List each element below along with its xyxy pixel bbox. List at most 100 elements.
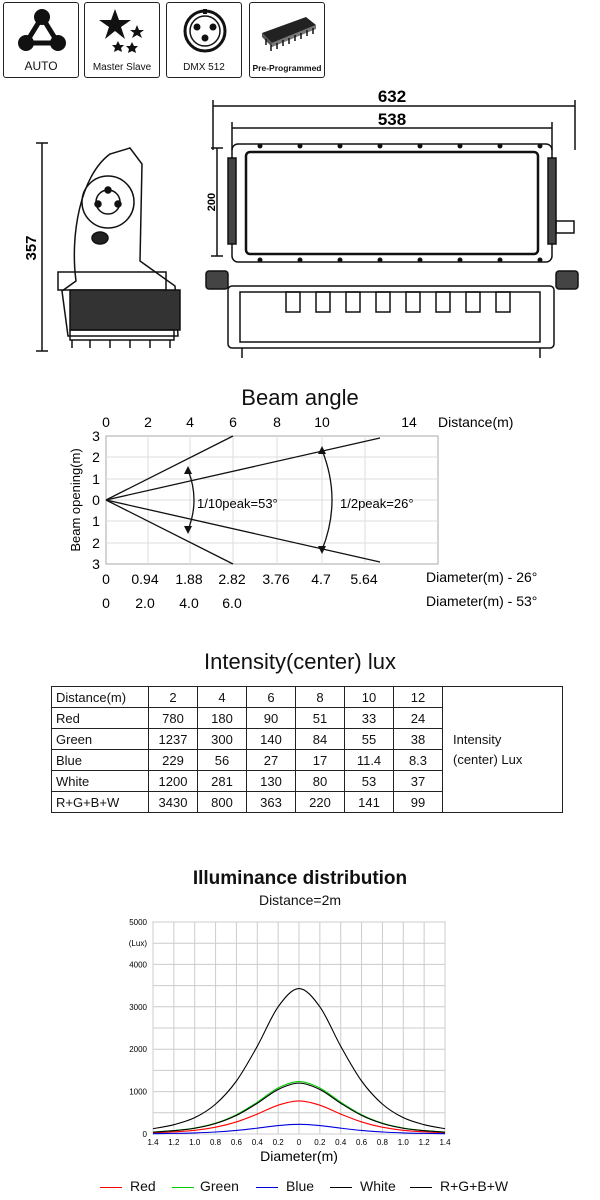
series-line-red [152,1100,446,1134]
table-cell: 1237 [148,728,198,750]
x-tick-label: 1.2 [168,1138,180,1147]
table-cell: 130 [246,770,296,792]
master-slave-label: Master Slave [92,62,152,73]
chart-subtitle: Distance=2m [258,892,342,908]
beam-angle-diagram: 0 2 4 6 8 10 14 Distance(m) 3 2 1 0 1 2 … [68,414,537,611]
x-tick-label: 0.8 [377,1138,389,1147]
table-cell: 1200 [148,770,198,792]
table-cell: 11.4 [344,749,394,771]
diam53-label: Diameter(m) - 53° [426,593,537,609]
table-cell: 27 [246,749,296,771]
table-cell: 8.3 [393,749,443,771]
opening-tick: 2 [92,535,100,551]
x-tick-label: 0.4 [335,1138,347,1147]
dmx-label: DMX 512 [183,62,225,73]
table-cell: 99 [393,791,443,813]
table-row: R+G+B+W 3430 800 363 220 141 99 [51,791,563,813]
master-slave-icon-box: Master Slave [84,2,160,78]
x-tick-label: 1.2 [419,1138,431,1147]
opening-tick: 1 [92,471,100,487]
x-tick-label: 1.4 [147,1138,159,1147]
diam26-label: Diameter(m) - 26° [426,569,537,585]
table-cell: 140 [246,728,296,750]
diam53-tick: 2.0 [135,595,155,611]
opening-tick: 2 [92,449,100,465]
table-cell: 80 [295,770,345,792]
y-axis-label: (Lux) [129,939,148,948]
technical-drawing: 632 538 200 357 [23,87,579,358]
distance-tick: 10 [314,414,330,430]
dimension-357: 357 [23,235,40,260]
diam26-tick: 3.76 [262,571,289,587]
dmx-icon-box: DMX 512 [166,2,242,78]
table-cell: 38 [393,728,443,750]
table-cell: Blue [51,749,149,771]
table-row: Green 1237 300 140 84 55 38 [51,728,563,750]
opening-tick: 3 [92,428,100,444]
y-tick-label: 1000 [129,1088,147,1097]
intensity-side-label-line1: Intensity [453,731,502,747]
legend-item: Green [200,1178,239,1194]
opening-axis-label: Beam opening(m) [68,448,83,551]
dimension-632: 632 [378,87,406,106]
table-cell: 300 [197,728,247,750]
distance-tick: 6 [229,414,237,430]
intensity-title: Intensity(center) lux [204,649,396,674]
table-cell: 220 [295,791,345,813]
table-cell: Green [51,728,149,750]
intensity-side-label: Intensity (center) Lux [442,686,563,813]
table-header-cell: 8 [295,686,345,708]
table-cell: R+G+B+W [51,791,149,813]
table-cell: 33 [344,707,394,729]
legend-swatch-white [330,1187,352,1188]
y-tick-label: 0 [143,1130,148,1139]
table-cell: 53 [344,770,394,792]
x-tick-label: 0.2 [314,1138,326,1147]
x-axis-label: Diameter(m) [260,1148,338,1164]
table-cell: 56 [197,749,247,771]
opening-tick: 1 [92,513,100,529]
table-cell: 780 [148,707,198,729]
x-tick-label: 0 [297,1138,302,1147]
x-tick-label: 0.6 [356,1138,368,1147]
series-line-white [152,1082,446,1133]
table-cell: 24 [393,707,443,729]
distance-tick: 2 [144,414,152,430]
legend-swatch-green [172,1187,194,1188]
auto-network-icon [18,9,66,51]
chart-title: Illuminance distribution [192,868,408,889]
table-cell: White [51,770,149,792]
table-cell: 84 [295,728,345,750]
dmx-connector-icon [183,9,227,53]
table-row: Distance(m) 2 4 6 8 10 12 Intensity (cen… [51,686,563,813]
beam-angle-title: Beam angle [241,385,359,410]
table-cell: Red [51,707,149,729]
distance-tick: 4 [186,414,194,430]
dimension-200: 200 [206,193,218,211]
table-cell: 363 [246,791,296,813]
x-tick-label: 1.4 [439,1138,451,1147]
table-cell: 90 [246,707,296,729]
table-cell: 281 [197,770,247,792]
opening-tick: 3 [92,556,100,572]
table-cell: 37 [393,770,443,792]
distance-tick: 0 [102,414,110,430]
pre-programmed-label: Pre-Programmed [252,63,322,73]
diam26-tick: 5.64 [350,571,377,587]
diam26-tick: 0 [102,571,110,587]
table-header-cell: 12 [393,686,443,708]
front-view-drawing [205,100,579,358]
x-tick-label: 1.0 [398,1138,410,1147]
table-cell: 180 [197,707,247,729]
chip-icon [262,17,316,51]
y-tick-label: 2000 [129,1045,147,1054]
x-tick-label: 0.8 [210,1138,222,1147]
table-cell: 141 [344,791,394,813]
auto-label: AUTO [24,59,58,73]
diam26-tick: 4.7 [311,571,331,587]
diam53-tick: 0 [102,595,110,611]
legend-swatch-rgbw [410,1187,432,1188]
master-slave-stars-icon [99,9,144,53]
table-cell: 51 [295,707,345,729]
